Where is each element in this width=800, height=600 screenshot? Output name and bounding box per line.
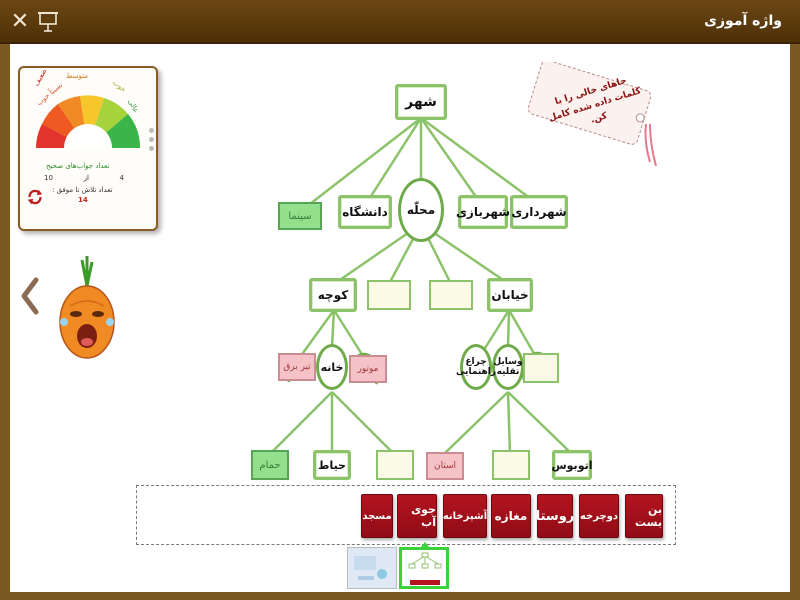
word-card-bicycle[interactable]: دوچرخه — [579, 494, 619, 538]
tree-node-yard: حیاط — [313, 450, 351, 480]
attempts-label: تعداد تلاش تا موفق : — [52, 186, 113, 194]
tree-slot-cinema[interactable]: سینما — [278, 202, 322, 230]
tree-node-amusement-park: شهربازی — [456, 195, 510, 229]
slide-thumbnail-2[interactable] — [399, 547, 449, 589]
title-bar: واژه آموزی ✕ — [0, 0, 800, 44]
window-title: واژه آموزی — [704, 13, 782, 29]
tree-slot-empty-3[interactable] — [429, 280, 473, 310]
tree-slot-empty-4[interactable] — [523, 353, 559, 383]
total-count: 10 — [44, 174, 53, 182]
word-card-mosque[interactable]: مسجد — [361, 494, 393, 538]
correct-count: 4 — [119, 174, 124, 182]
crying-onion-mascot — [59, 256, 115, 359]
presentation-board-icon[interactable] — [38, 11, 58, 33]
attempts-count: 14 — [78, 196, 88, 204]
tree-node-university: دانشگاه — [338, 195, 392, 229]
correct-answers-label: تعداد جواب‌های صحیح — [46, 162, 110, 170]
tree-slot-electric-pole[interactable]: تیر برق — [278, 353, 316, 381]
tree-node-lane: کوچه — [309, 278, 357, 312]
tree-node-house: خانه — [316, 344, 348, 390]
tree-node-vehicles: وسایل نقلیه — [492, 344, 524, 390]
close-icon[interactable]: ✕ — [10, 9, 30, 34]
tree-node-street: خیابان — [487, 278, 533, 312]
tree-root-city: شهر — [395, 84, 447, 120]
word-card-shop[interactable]: مغازه — [491, 494, 531, 538]
active-slide-indicator-icon — [421, 542, 429, 547]
activity-stage: ضعیف نسبتاً خوب متوسط خوب عالی تعداد جوا… — [10, 44, 790, 592]
word-bank: بن بست دوچرخه روستا مغازه آشپزخانه جوی آ… — [136, 485, 676, 545]
tree-node-bus: اتوبوس — [551, 450, 593, 480]
of-label: از — [83, 174, 89, 182]
tree-slot-empty-2[interactable] — [367, 280, 411, 310]
word-card-village[interactable]: روستا — [536, 494, 574, 538]
tree-node-traffic-light: چراغ راهنمایی — [456, 344, 496, 390]
word-card-dead-end[interactable]: بن بست — [625, 494, 663, 538]
tree-slot-province[interactable]: استان — [426, 452, 464, 480]
word-card-stream[interactable]: جوی آب — [397, 494, 437, 538]
tree-node-neighborhood: محلّه — [398, 178, 444, 242]
tree-slot-empty-6[interactable] — [492, 450, 530, 480]
instruction-card — [527, 62, 657, 167]
correct-answers-row: 4 از 10 — [44, 174, 124, 182]
refresh-icon[interactable] — [26, 188, 44, 206]
score-panel: ضعیف نسبتاً خوب متوسط خوب عالی تعداد جوا… — [18, 66, 158, 231]
tree-slot-empty-5[interactable] — [376, 450, 414, 480]
word-card-kitchen[interactable]: آشپزخانه — [443, 494, 487, 538]
panel-dots — [149, 128, 154, 155]
previous-arrow-icon[interactable] — [18, 276, 40, 316]
tree-node-municipality: شهرداری — [510, 195, 568, 229]
gauge-label-average: متوسط — [66, 72, 88, 80]
tree-slot-motorcycle[interactable]: موتور — [349, 355, 387, 383]
tree-slot-bathroom[interactable]: حمام — [251, 450, 289, 480]
score-gauge — [36, 95, 141, 148]
slide-thumbnail-1[interactable] — [347, 547, 397, 589]
